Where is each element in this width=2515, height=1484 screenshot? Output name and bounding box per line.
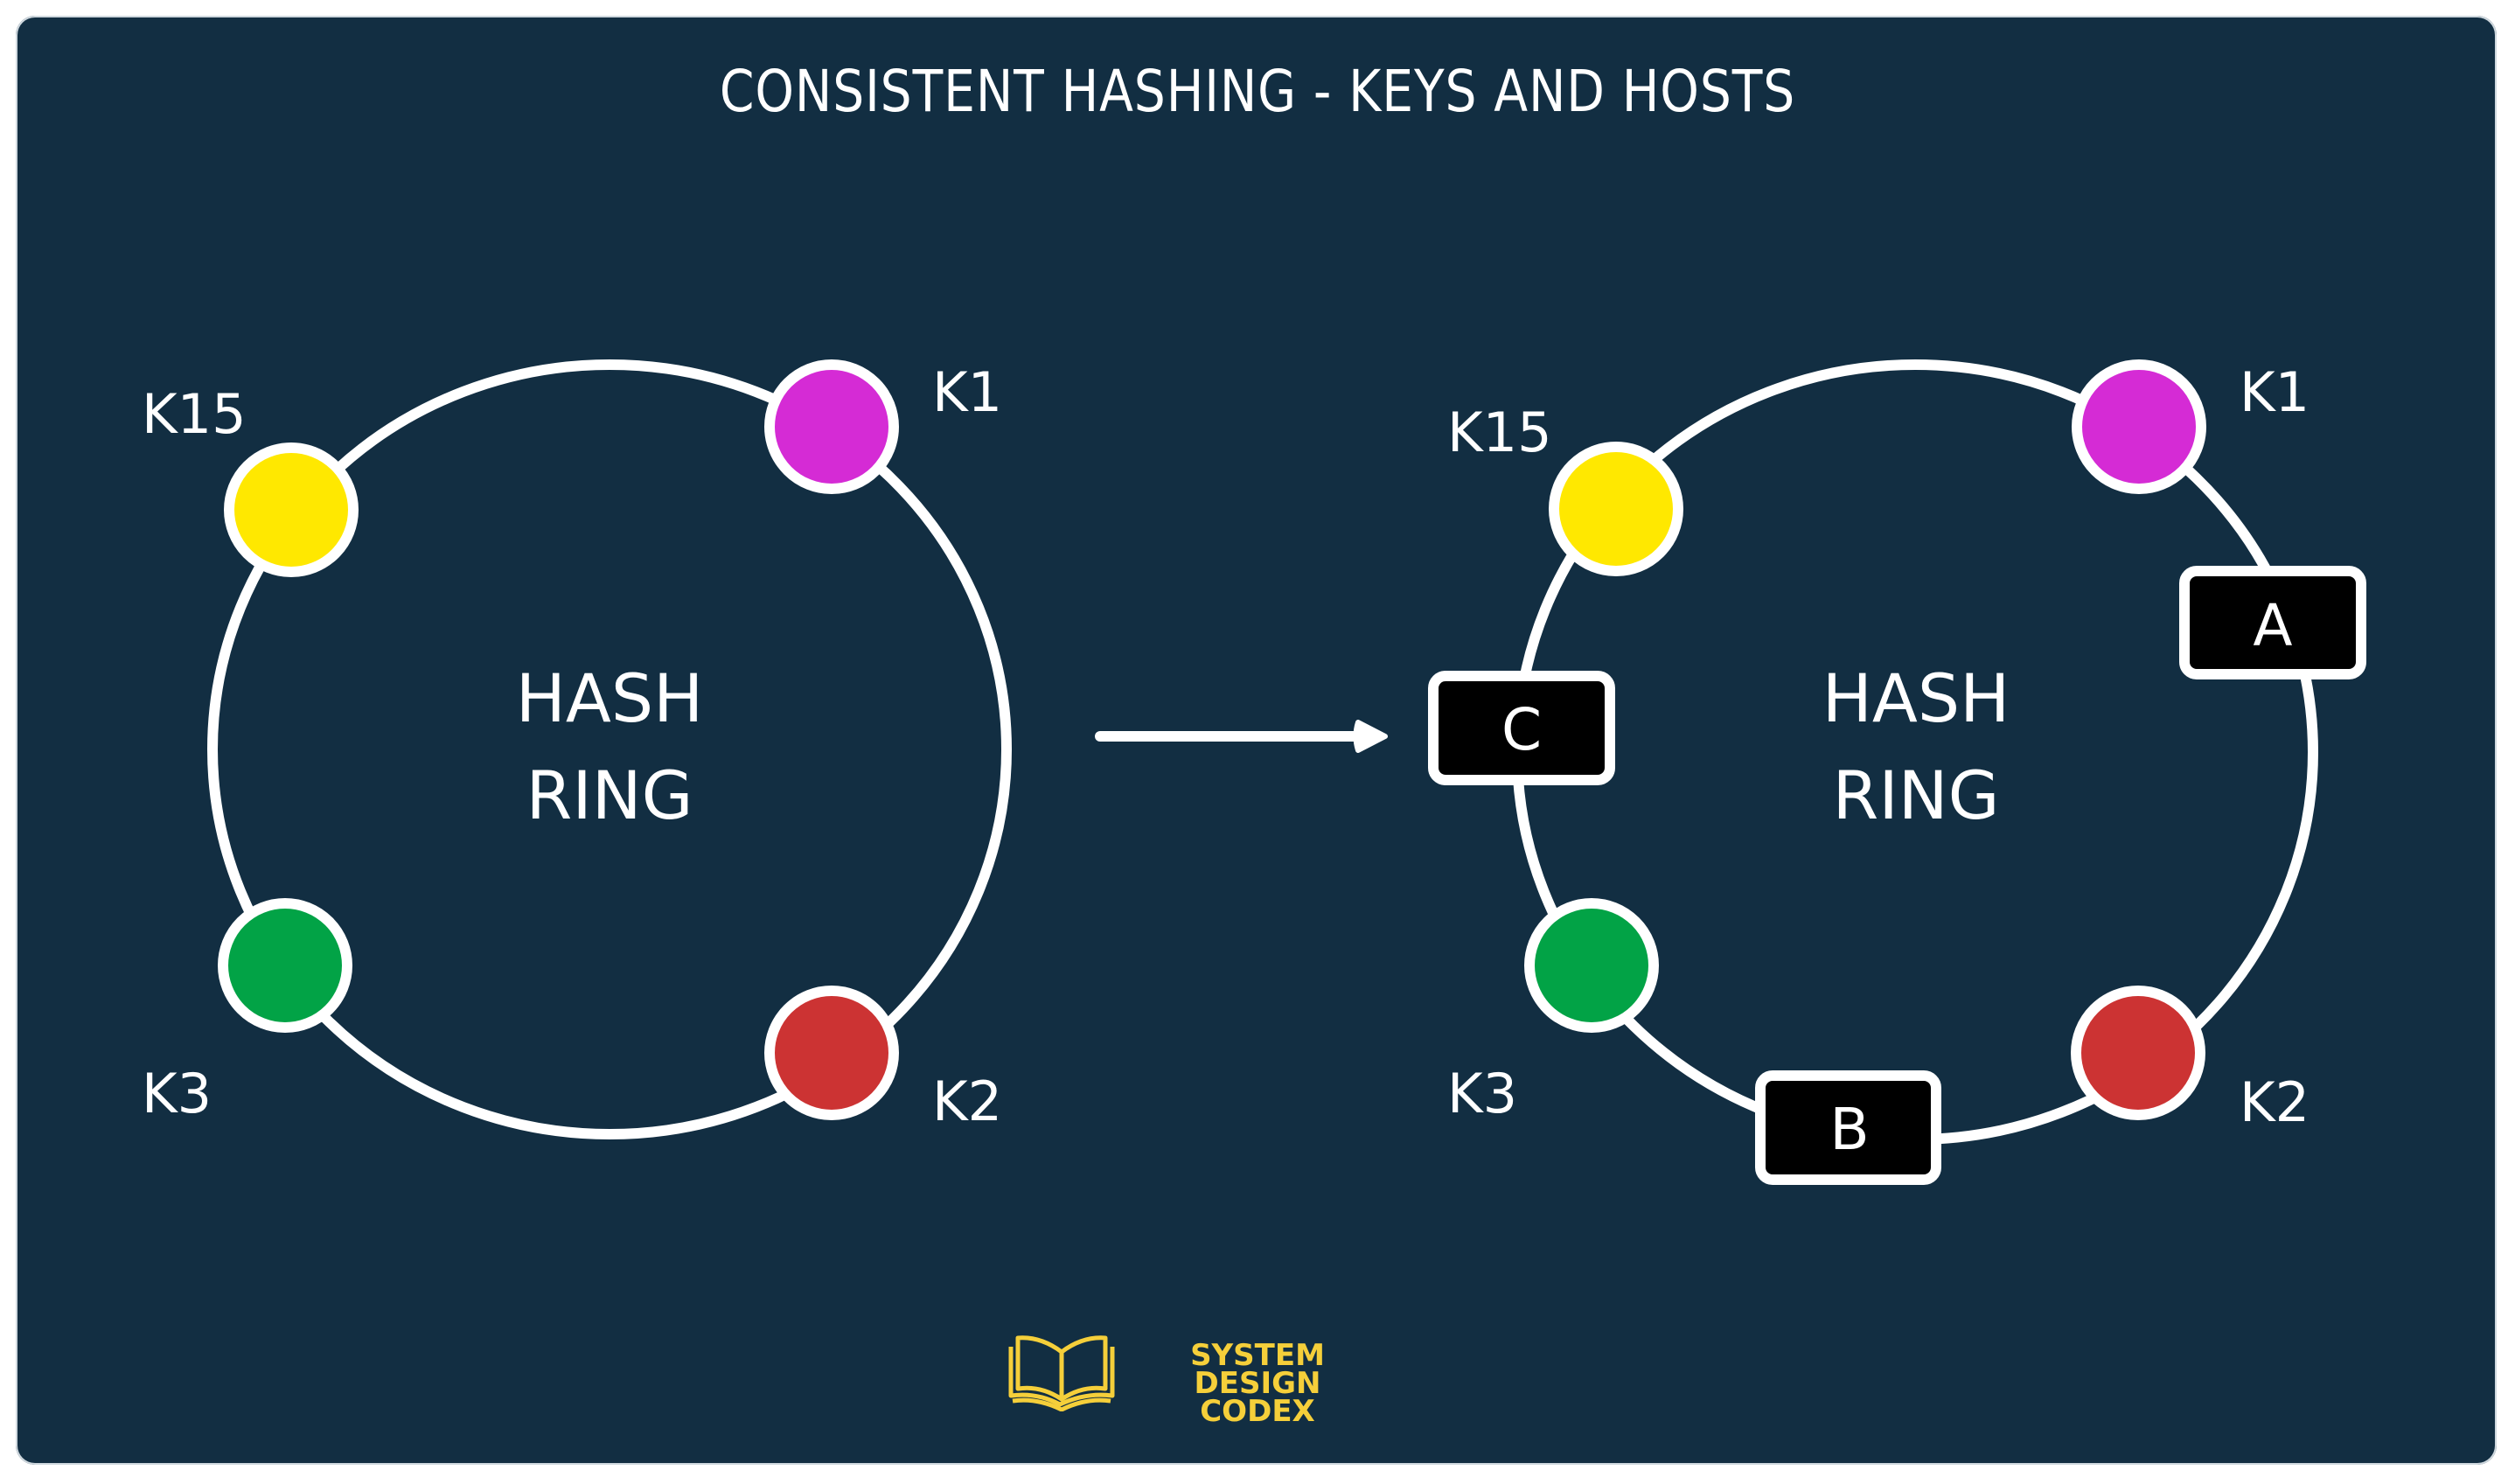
- logo-text-line2: CODEX: [1200, 1394, 1315, 1429]
- right-key-label-k1: K1: [2240, 360, 2309, 424]
- diagram-title: CONSISTENT HASHING - KEYS AND HOSTS: [719, 58, 1796, 125]
- logo-text: SYSTEM DESIGN CODEX: [1126, 1338, 1389, 1429]
- arrow-head-icon: [1353, 720, 1388, 753]
- host-box-a: [2179, 566, 2366, 679]
- host-box-b: [1755, 1070, 1941, 1185]
- logo-text-line1: SYSTEM DESIGN: [1190, 1338, 1325, 1401]
- right-key-node-k3: [1524, 898, 1659, 1033]
- right-key-node-k2: [2071, 986, 2205, 1120]
- host-label-a: A: [2253, 592, 2292, 659]
- left-center-label-line2: RING: [526, 756, 693, 834]
- left-key-node-k2: [764, 986, 899, 1120]
- open-book-icon: [1008, 1335, 1115, 1411]
- right-key-label-k15: K15: [1447, 401, 1552, 464]
- right-hash-ring: A B C K15 K1 K3 K2 HASH RING: [1428, 359, 2366, 1185]
- right-key-label-k3: K3: [1447, 1062, 1517, 1125]
- right-key-node-k1: [2072, 359, 2206, 494]
- right-center-label-line2: RING: [1833, 756, 2000, 834]
- left-key-node-k15: [224, 442, 359, 577]
- left-key-label-k15: K15: [142, 382, 247, 446]
- host-label-c: C: [1501, 696, 1542, 763]
- left-center-label-line1: HASH: [516, 659, 704, 737]
- host-label-b: B: [1829, 1096, 1869, 1163]
- left-key-node-k1: [764, 359, 899, 494]
- left-key-label-k3: K3: [142, 1062, 212, 1125]
- host-box-c: [1428, 671, 1615, 785]
- transition-arrow: [1095, 720, 1388, 753]
- brand-logo: SYSTEM DESIGN CODEX: [1006, 1331, 1390, 1426]
- left-key-label-k1: K1: [932, 360, 1002, 424]
- left-ring-circle: [207, 359, 1012, 1139]
- right-key-node-k15: [1549, 442, 1683, 576]
- left-key-label-k2: K2: [932, 1069, 1002, 1133]
- right-key-label-k2: K2: [2240, 1070, 2309, 1134]
- left-key-node-k3: [218, 898, 352, 1033]
- right-center-label-line1: HASH: [1822, 659, 2010, 737]
- left-hash-ring: K15 K1 K3 K2 HASH RING: [142, 359, 1012, 1139]
